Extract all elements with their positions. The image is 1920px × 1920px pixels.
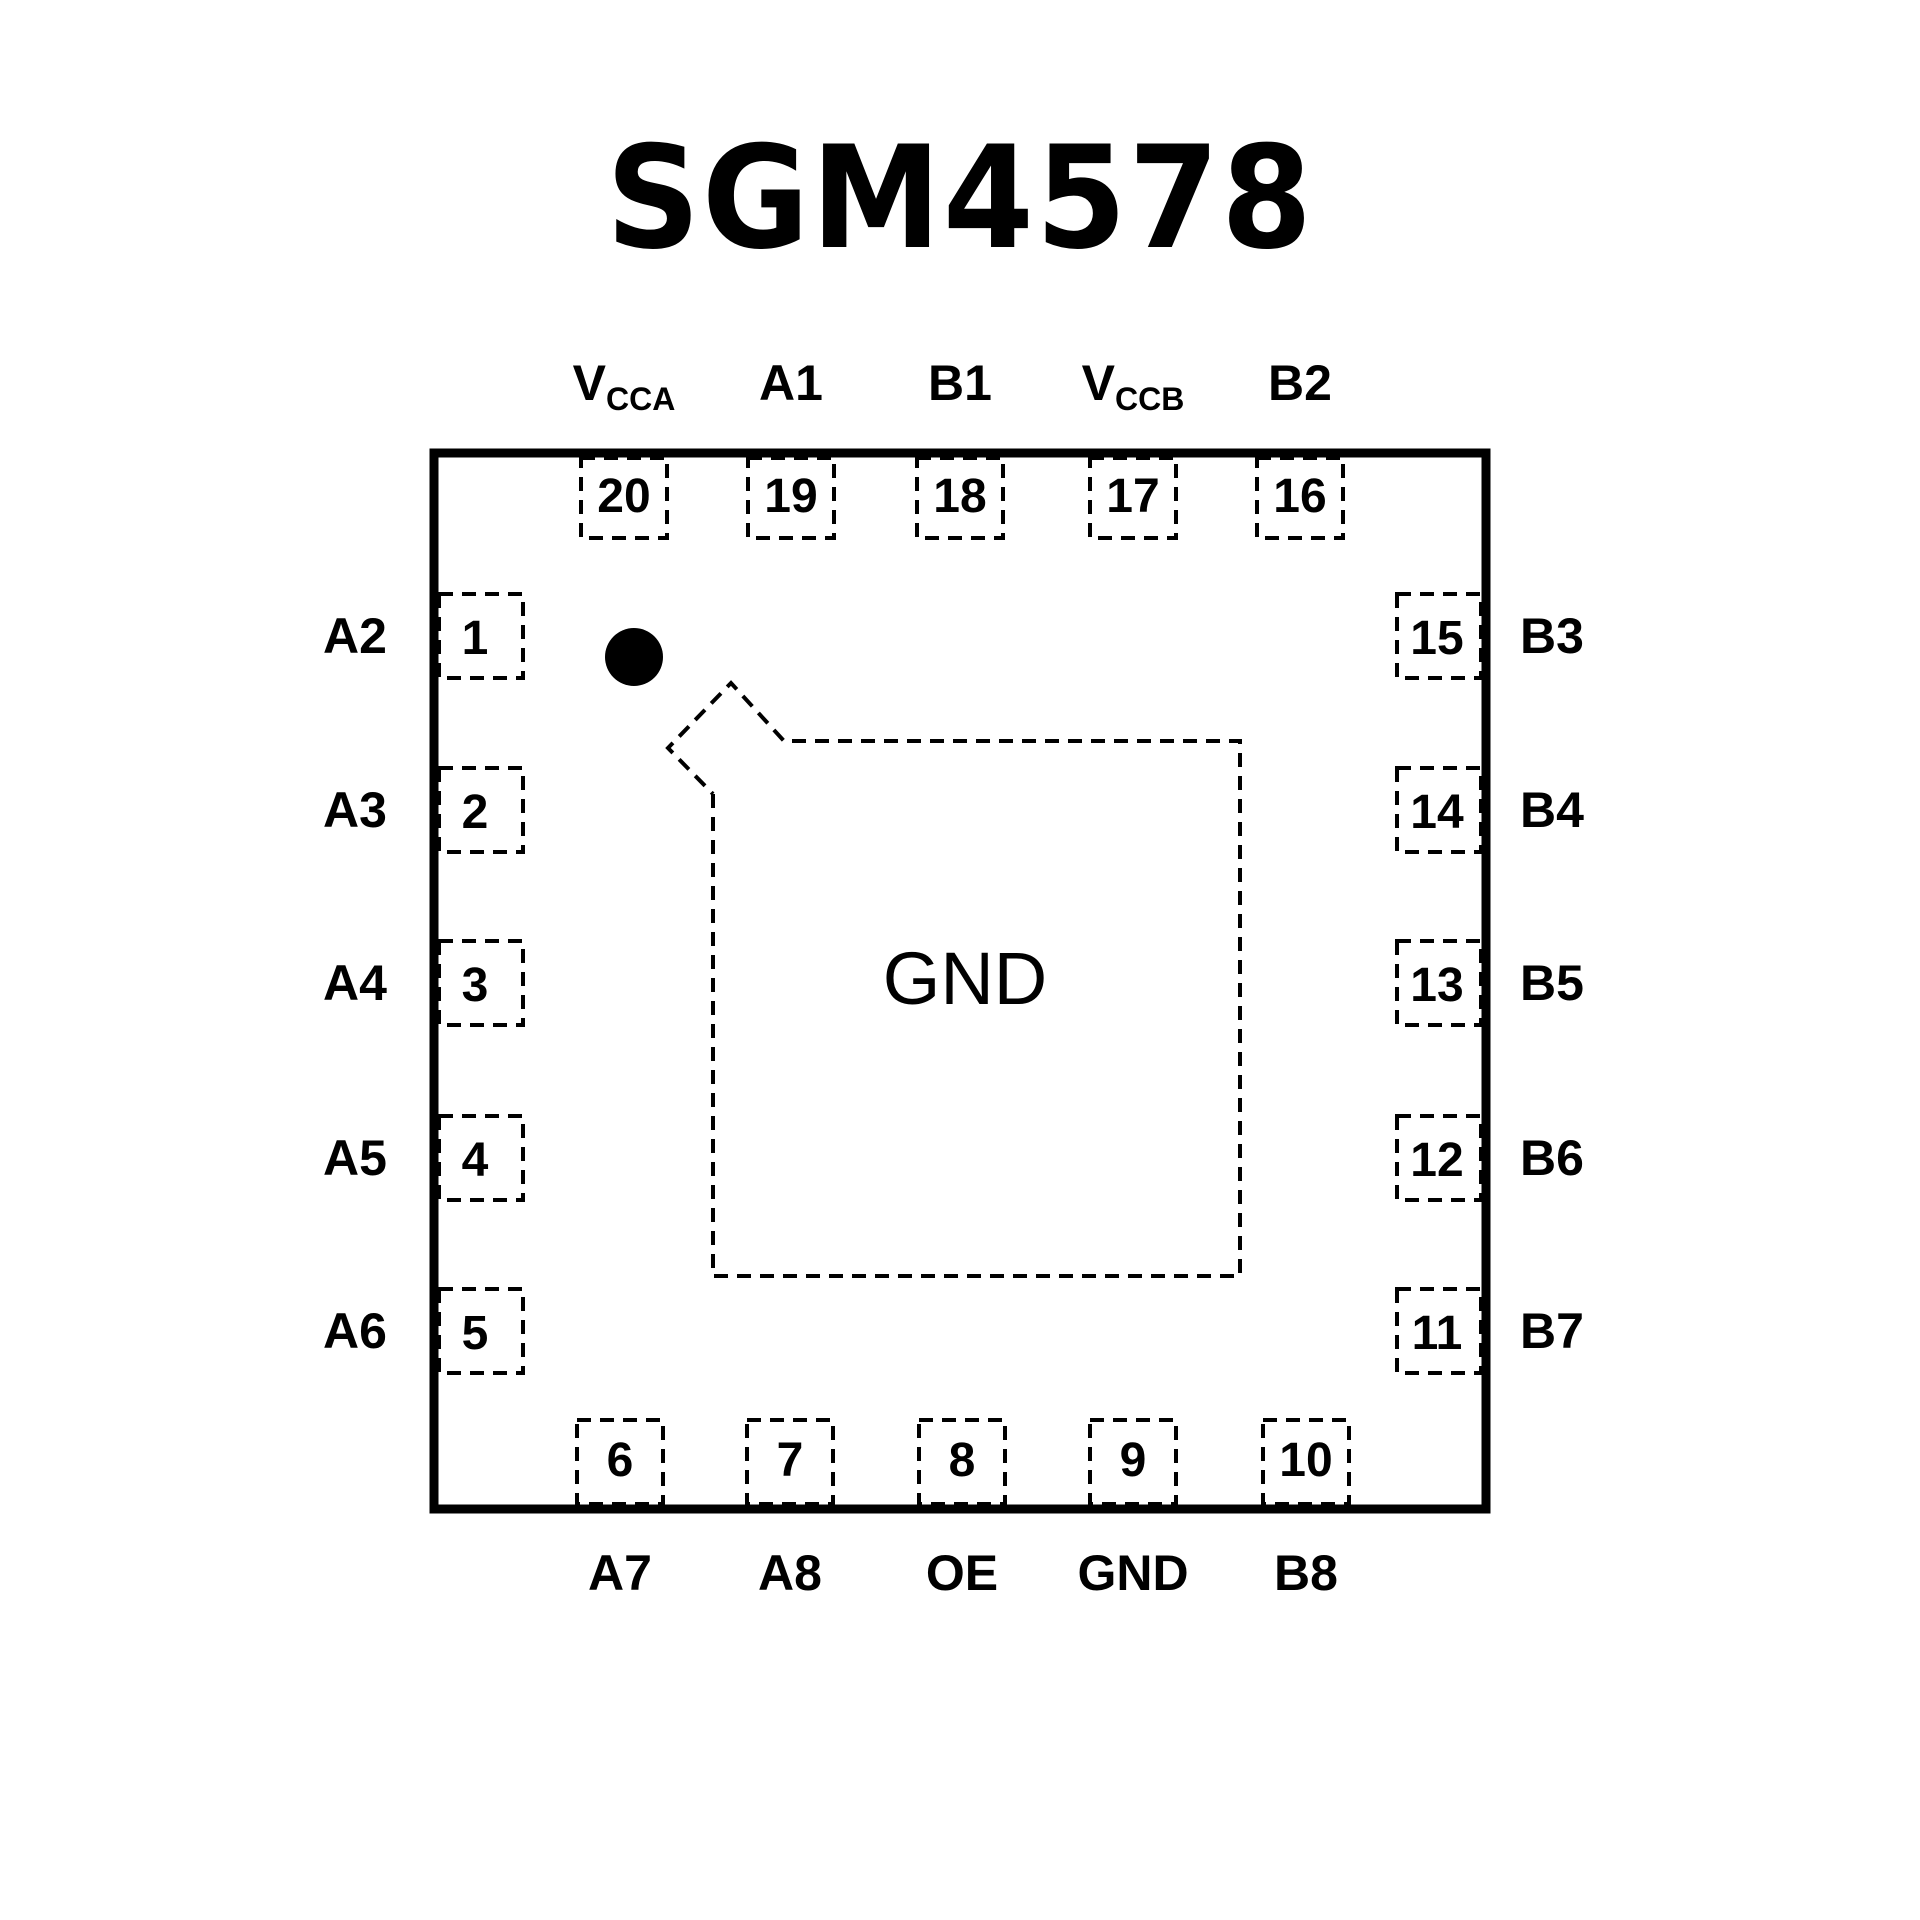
- pin-4: 4 A5: [323, 1114, 525, 1202]
- pin-number: 18: [933, 470, 986, 523]
- pin-16: 16 B2: [1255, 355, 1345, 540]
- pin-name: B6: [1520, 1130, 1584, 1186]
- pin-7: 7A8: [745, 1418, 835, 1601]
- pin-name: B8: [1274, 1545, 1338, 1601]
- pin-name: B7: [1520, 1303, 1584, 1359]
- pin-17: 17 VCCB: [1082, 355, 1185, 540]
- pin-number: 8: [949, 1434, 976, 1487]
- pin-number: 15: [1410, 612, 1463, 665]
- pin-name: A2: [323, 608, 387, 664]
- pin-number: 10: [1279, 1434, 1332, 1487]
- pin-11: 11 B7: [1395, 1287, 1584, 1375]
- pin-pad: [1395, 939, 1483, 1027]
- pin-pad: [917, 1418, 1007, 1506]
- pin-pad: [1395, 592, 1483, 680]
- pin-number: 16: [1273, 470, 1326, 523]
- pin-1: 1 A2: [323, 592, 525, 680]
- pin-pad: [579, 456, 669, 540]
- pin-2: 2 A3: [323, 766, 525, 854]
- pin-name: B5: [1520, 955, 1584, 1011]
- package-outline: [429, 448, 1491, 1514]
- pin-number: 2: [462, 786, 489, 839]
- pin-number: 13: [1410, 959, 1463, 1012]
- pin-name: A3: [323, 782, 387, 838]
- pin-name-main: B2: [1268, 355, 1332, 411]
- pin-number: 7: [777, 1434, 804, 1487]
- pin-name: OE: [926, 1545, 998, 1601]
- pin-12: 12 B6: [1395, 1114, 1584, 1202]
- pin-6: 6A7: [575, 1418, 665, 1601]
- pin-name: A6: [323, 1303, 387, 1359]
- pin-20: 20 VCCA: [573, 355, 676, 540]
- pin-1-indicator-dot: [605, 628, 663, 686]
- pin-pad: [1395, 766, 1483, 854]
- pin-name: VCCA: [573, 355, 676, 417]
- pin-8: 8OE: [917, 1418, 1007, 1601]
- pin-pad: [437, 592, 525, 680]
- pin-number: 4: [462, 1134, 489, 1187]
- pin-name: B1: [928, 355, 992, 411]
- pin-name: A5: [323, 1130, 387, 1186]
- pin-name: A8: [758, 1545, 822, 1601]
- pin-name: VCCB: [1082, 355, 1185, 417]
- pin-number: 17: [1106, 470, 1159, 523]
- pin-3: 3 A4: [323, 939, 525, 1027]
- pin-pad: [1395, 1287, 1483, 1375]
- pin-name-subscript: CCA: [606, 381, 675, 417]
- pin-pad: [745, 1418, 835, 1506]
- pin-pad: [1088, 456, 1178, 540]
- exposed-pad-outline: [665, 680, 1242, 1278]
- pin-name-main: V: [1082, 355, 1116, 411]
- pin-pad: [575, 1418, 665, 1506]
- pin-name-main: V: [573, 355, 607, 411]
- pin-pad: [1395, 1114, 1483, 1202]
- pin-name-main: B1: [928, 355, 992, 411]
- pin-name-main: A1: [759, 355, 823, 411]
- pin-14: 14 B4: [1395, 766, 1584, 854]
- pin-number: 6: [607, 1434, 634, 1487]
- pin-name: GND: [1077, 1545, 1188, 1601]
- pin-13: 13 B5: [1395, 939, 1584, 1027]
- pin-18: 18 B1: [915, 355, 1005, 540]
- pin-pad: [1088, 1418, 1178, 1506]
- pin-name-subscript: CCB: [1115, 381, 1184, 417]
- pin-15: 15 B3: [1395, 592, 1584, 680]
- pin-pad: [915, 456, 1005, 540]
- pin-number: 11: [1412, 1307, 1463, 1360]
- pin-19: 19 A1: [746, 355, 836, 540]
- pin-name: A7: [588, 1545, 652, 1601]
- pin-name: A4: [323, 955, 387, 1011]
- pin-number: 20: [597, 470, 650, 523]
- pin-number: 5: [462, 1307, 489, 1360]
- chip-title: SGM4578: [606, 116, 1314, 281]
- pin-name: B3: [1520, 608, 1584, 664]
- pin-number: 1: [462, 612, 489, 665]
- pin-name: B2: [1268, 355, 1332, 411]
- pin-name: B4: [1520, 782, 1584, 838]
- pin-pad: [437, 766, 525, 854]
- pin-pad: [437, 1114, 525, 1202]
- pin-name: A1: [759, 355, 823, 411]
- exposed-pad-label: GND: [883, 937, 1047, 1020]
- pin-number: 19: [764, 470, 817, 523]
- pin-pad: [1255, 456, 1345, 540]
- pin-pad: [746, 456, 836, 540]
- pin-number: 3: [462, 959, 489, 1012]
- pin-pad: [437, 1287, 525, 1375]
- pin-pad: [1261, 1418, 1351, 1506]
- pin-5: 5 A6: [323, 1287, 525, 1375]
- pin-number: 12: [1410, 1134, 1463, 1187]
- pin-pad: [437, 939, 525, 1027]
- pin-number: 9: [1120, 1434, 1147, 1487]
- pin-number: 14: [1410, 786, 1464, 839]
